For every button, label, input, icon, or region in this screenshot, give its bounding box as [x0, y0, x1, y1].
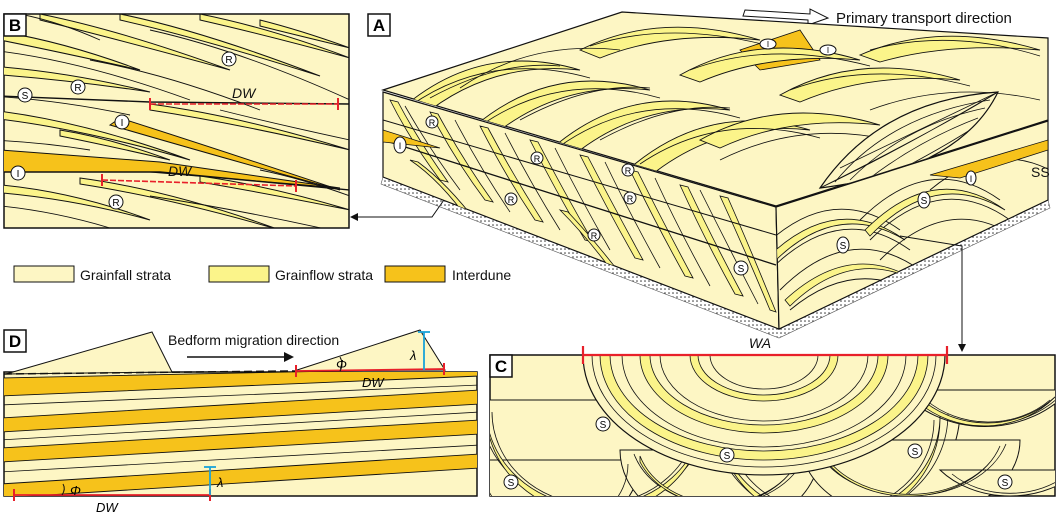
svg-text:Grainfall strata: Grainfall strata: [80, 267, 171, 283]
panel-b-marker-s: S: [17, 87, 33, 103]
svg-text:I: I: [970, 174, 973, 184]
svg-text:S: S: [724, 451, 731, 462]
panel-d-phi-upper: Φ: [336, 357, 347, 372]
panel-c: WA S S S S S C: [489, 335, 1056, 497]
svg-text:R: R: [591, 231, 598, 241]
legend-item-grainfall: Grainfall strata: [13, 265, 171, 283]
block-marker-r-top1: R: [425, 115, 439, 129]
block-marker-r-front2: R: [587, 228, 601, 242]
block-top-face: [380, 11, 1049, 207]
panel-c-strata: [490, 355, 1055, 496]
block-marker-s-front: S: [733, 260, 749, 276]
ss-label: SS: [1031, 164, 1050, 180]
panel-a: A Primary transport direction: [367, 8, 1051, 339]
block-right-face: [775, 120, 1049, 330]
migration-arrow: [187, 352, 294, 362]
block-marker-i-left: I: [393, 136, 407, 154]
svg-text:S: S: [600, 420, 607, 431]
panel-b-dw-label-upper: DW: [232, 85, 257, 101]
panel-d-dw-upper: DW: [362, 375, 385, 390]
svg-text:S: S: [1002, 478, 1009, 489]
legend-item-interdune: Interdune: [384, 265, 511, 283]
svg-text:I: I: [399, 141, 402, 151]
panel-d-phi-lower: Φ: [70, 483, 81, 498]
transport-direction-arrow: [742, 8, 830, 26]
panel-c-wa-label: WA: [749, 335, 771, 351]
svg-text:S: S: [738, 264, 745, 275]
block-marker-s-right2: S: [917, 191, 931, 209]
panel-d-lambda-lower: λ: [216, 475, 223, 490]
block-marker-i-right: I: [965, 170, 977, 186]
svg-text:R: R: [429, 118, 436, 128]
panel-c-wa-line: [581, 346, 949, 364]
panel-c-marker-s2: S: [719, 447, 735, 463]
panel-c-letter: C: [495, 357, 507, 376]
svg-text:S: S: [912, 447, 919, 458]
svg-text:S: S: [921, 196, 928, 207]
svg-text:I: I: [827, 46, 829, 55]
panel-c-marker-s1: S: [595, 416, 611, 432]
block-marker-s-right1: S: [836, 236, 850, 254]
svg-text:R: R: [74, 83, 81, 94]
panel-d: Bedform migration direction Φ λ DW Φ λ D…: [3, 329, 478, 514]
block-marker-r-front3: R: [623, 191, 637, 205]
panel-d-dw-lower: DW: [96, 500, 119, 514]
block-marker-r-top3: R: [621, 163, 635, 177]
panel-b-marker-r3: R: [108, 194, 124, 210]
svg-text:Grainflow strata: Grainflow strata: [275, 267, 373, 283]
panel-b-marker-i2: I: [10, 165, 26, 181]
panel-b-letter: B: [9, 16, 21, 35]
svg-text:Interdune: Interdune: [452, 267, 511, 283]
svg-text:R: R: [225, 55, 232, 66]
svg-text:S: S: [22, 91, 29, 102]
svg-text:S: S: [840, 241, 847, 252]
panel-b-dw-line-lower: [101, 174, 297, 192]
connector-a-to-c: [899, 235, 966, 352]
panel-b-marker-r2: R: [70, 79, 86, 95]
panel-b-marker-r1: R: [221, 51, 237, 67]
panel-c-marker-s4: S: [503, 474, 519, 490]
panel-b: DW DW R R S I I R B: [3, 13, 350, 229]
svg-text:I: I: [17, 169, 20, 180]
svg-text:R: R: [112, 198, 119, 209]
panel-c-marker-s5: S: [997, 474, 1013, 490]
svg-text:I: I: [121, 118, 124, 129]
panel-d-letter: D: [9, 332, 21, 351]
migration-label: Bedform migration direction: [168, 332, 339, 348]
svg-text:R: R: [508, 195, 515, 205]
transport-direction-label: Primary transport direction: [836, 10, 1012, 27]
legend-item-grainflow: Grainflow strata: [208, 265, 373, 283]
svg-text:S: S: [508, 478, 515, 489]
block-marker-r-top2: R: [530, 151, 544, 165]
panel-b-dw-label-lower: DW: [168, 163, 193, 179]
svg-text:I: I: [767, 40, 769, 49]
block-marker-i-top2: I: [819, 44, 837, 56]
legend: Grainfall strata Grainflow strata Interd…: [13, 265, 511, 283]
panel-b-strata: [4, 14, 349, 228]
panel-c-marker-s3: S: [907, 443, 923, 459]
block-front-face: [382, 91, 780, 330]
svg-text:R: R: [625, 166, 632, 176]
panel-d-strata: [4, 372, 477, 496]
block-marker-r-front1: R: [504, 192, 518, 206]
panel-b-dw-line-upper: [149, 98, 339, 110]
panel-d-lambda-upper: λ: [409, 348, 416, 363]
block-marker-i-top: I: [759, 38, 777, 50]
panel-a-letter: A: [373, 16, 385, 35]
svg-text:R: R: [627, 194, 634, 204]
panel-b-marker-i1: I: [114, 114, 130, 130]
svg-text:R: R: [534, 154, 541, 164]
